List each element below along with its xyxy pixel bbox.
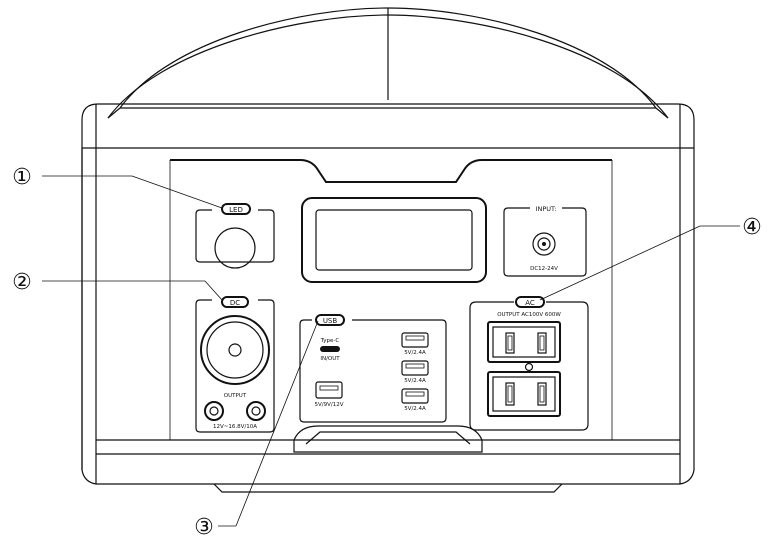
ac-outlet-1: [487, 321, 561, 363]
usb-2-spec: 5V/2.4A: [404, 378, 426, 384]
ac-outlet-2: [487, 371, 561, 417]
led-button[interactable]: LED: [221, 203, 251, 215]
usb-1-spec: 5V/2.4A: [404, 350, 426, 356]
input-spec: DC12-24V: [530, 266, 558, 272]
input-port-pin: [542, 242, 546, 246]
usb-button-label: USB: [323, 317, 338, 325]
device-body: [81, 103, 695, 493]
usb-qc-spec: 5V/9V/12V: [315, 402, 344, 408]
dc-button[interactable]: DC: [221, 296, 249, 308]
ac-button-label: AC: [525, 299, 535, 307]
dc-button-label: DC: [230, 299, 240, 307]
input-label: INPUT:: [536, 205, 557, 213]
usb-module: Type-C IN/OUT 5V/9V/12V 5V/2.4A 5V/2.4A …: [299, 319, 447, 423]
usb-button[interactable]: USB: [315, 314, 345, 326]
typec-label-2: IN/OUT: [320, 356, 340, 362]
callout-1: ①: [12, 165, 32, 190]
dc-output-label: OUTPUT: [224, 393, 247, 399]
usb-port-1: [401, 332, 429, 348]
usb-qc-port: [315, 381, 343, 399]
ac-screw: [524, 362, 534, 372]
led-module: [195, 209, 275, 269]
ac-button[interactable]: AC: [515, 296, 545, 308]
usb-port-3: [401, 388, 429, 404]
ac-output-spec: OUTPUT AC100V 600W: [497, 312, 561, 318]
ac-module: OUTPUT AC100V 600W: [469, 301, 589, 431]
dc-module: OUTPUT 12V~16.8V/10A: [195, 299, 275, 433]
lcd-display: [301, 197, 487, 283]
led-button-label: LED: [229, 206, 243, 214]
input-module: INPUT: DC12-24V: [503, 205, 587, 277]
usb-port-2: [401, 360, 429, 376]
callout-leaders: [42, 175, 740, 527]
typec-port: [320, 346, 340, 352]
callout-3: ③: [194, 515, 214, 540]
dc-port-right: [246, 401, 266, 421]
dc-port-left: [204, 401, 224, 421]
callout-2: ②: [12, 270, 32, 295]
callout-4: ④: [742, 215, 762, 240]
typec-label-1: Type-C: [320, 338, 340, 344]
usb-3-spec: 5V/2.4A: [404, 406, 426, 412]
top-handle: [107, 7, 669, 119]
dc-output-spec: 12V~16.8V/10A: [213, 424, 257, 430]
